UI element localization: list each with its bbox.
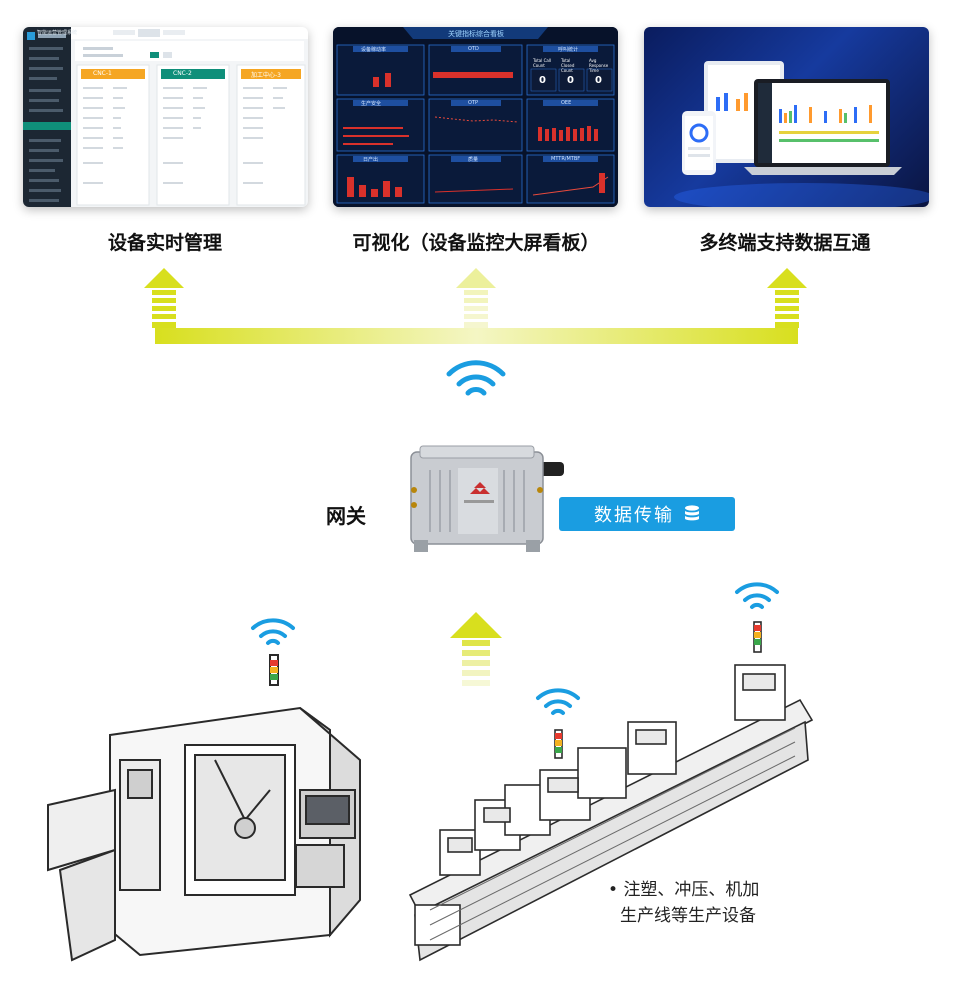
card-title-2: CNC-2 (173, 70, 192, 77)
arrow-up-right (767, 268, 807, 328)
panel-utilization: 设备稼动率 (361, 47, 387, 53)
panel-otd: OTD (468, 46, 479, 52)
panel-mttr: MTTR/MTBF (551, 156, 581, 162)
call-value-1: 0 (539, 75, 546, 86)
mes-brand: 智能运营管理系统 (37, 30, 78, 36)
call-value-3: 0 (595, 75, 602, 86)
card-title-1: CNC-1 (93, 70, 112, 77)
caption-realtime-management: 设备实时管理 (107, 232, 222, 254)
panel-daily-output: 日产出 (363, 157, 379, 163)
card-title-3: 加工中心-3 (251, 72, 281, 79)
cnc-machine (47, 654, 361, 962)
call-value-2: 0 (567, 75, 574, 86)
panel-oee: OEE (561, 100, 572, 106)
equipment-note-text-1: 注塑、冲压、机加 (623, 880, 760, 900)
equipment-note: • 注塑、冲压、机加 生产线等生产设备 (608, 877, 759, 929)
data-transfer-badge: 数据传输 (559, 497, 735, 531)
equipment-note-line-2: 生产线等生产设备 (620, 906, 756, 926)
gateway-label: 网关 (326, 504, 366, 528)
arrow-up-middle (456, 268, 496, 328)
multi-device-screenshot (644, 27, 929, 207)
call-header-1: Total Call Count (533, 58, 552, 68)
panel-otp: OTP (468, 100, 479, 106)
mes-app-screenshot: 智能运营管理系统 CNC-1 CNC-2 加工中心-3 (23, 27, 308, 207)
wifi-icon-line-left (536, 688, 580, 715)
wifi-icon-line-right (735, 582, 779, 609)
dashboard-title: 关键指标综合看板 (448, 30, 504, 38)
gateway-device (410, 445, 564, 552)
caption-visualization: 可视化（设备监控大屏看板） (352, 232, 600, 254)
panel-calls: 呼叫统计 (558, 47, 579, 53)
panel-quality: 质量 (468, 157, 479, 163)
dashboard-screenshot: 关键指标综合看板 设备稼动率 OTD 呼叫统计 生产安全 OTP OEE 日产出… (333, 27, 618, 207)
panel-safety: 生产安全 (361, 101, 382, 107)
call-header-3: Avg Response Time (589, 58, 609, 73)
wifi-icon-gateway (446, 360, 506, 396)
caption-multi-terminal: 多终端支持数据互通 (699, 232, 871, 254)
database-icon (685, 505, 699, 521)
call-header-2: Total Closed Count (561, 58, 575, 73)
data-transfer-label: 数据传输 (594, 505, 674, 526)
wifi-icon-cnc (251, 618, 295, 645)
equipment-note-line-1: • 注塑、冲压、机加 (608, 880, 760, 900)
arrow-up-left (144, 268, 184, 328)
production-line (408, 621, 814, 962)
arrow-up-to-gateway (450, 612, 502, 686)
